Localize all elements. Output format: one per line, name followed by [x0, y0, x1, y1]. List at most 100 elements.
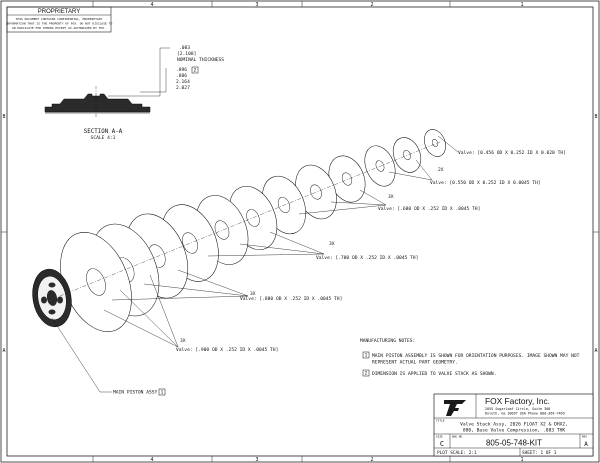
zone-left-b: B	[2, 114, 5, 120]
leader-4-1	[269, 231, 325, 255]
leader-5-1	[177, 269, 249, 297]
title-line-2: 880, Base Valve Compression, .083 THK	[463, 428, 566, 434]
callout-6-text: Valve: [.900 OD X .252 ID X .0045 TH]	[176, 347, 278, 353]
proprietary-line-3: OR DUPLICATE FOR OTHERS EXCEPT AS AUTHOR…	[12, 26, 106, 30]
shim-6-bore	[277, 196, 291, 214]
rev-label: REV	[582, 435, 587, 439]
dim-upper-metric: 2.164	[176, 79, 190, 85]
main-piston: MAIN PISTON ASSY 1	[32, 268, 166, 396]
proprietary-line-1: THIS DOCUMENT CONTAINS CONFIDENTIAL, PRO…	[16, 17, 103, 21]
size-value: C	[440, 440, 444, 448]
note-1-number: 1	[365, 353, 368, 359]
proprietary-line-2: INFORMATION THAT IS THE PROPERTY OF FOX.…	[6, 22, 113, 26]
note-flag-number: 2	[194, 68, 197, 74]
zone-top-1: 1	[520, 2, 523, 8]
zone-top-2: 2	[370, 2, 373, 8]
shim-3-bore	[375, 160, 385, 172]
zone-bottom-2: 2	[370, 457, 373, 463]
fox-logo-icon	[444, 400, 466, 416]
leader-6-2	[119, 289, 179, 348]
leader-6-3	[149, 274, 179, 348]
rev-value: A	[584, 441, 588, 448]
note-2-number: 2	[365, 371, 368, 377]
leader-1-1	[437, 135, 459, 153]
piston-flag-box	[158, 388, 166, 396]
leader-2-1	[415, 159, 433, 181]
leader-4-2	[239, 243, 325, 255]
zone-right-a: A	[594, 348, 597, 354]
shim-4-bore	[341, 172, 353, 186]
dim-upper: .896	[176, 67, 187, 73]
thickness-value: .083	[179, 45, 190, 51]
callout-6-qty: 3X	[180, 338, 186, 344]
shim-1-bore	[431, 139, 439, 147]
dwg-label: DWG NO.	[452, 435, 464, 439]
leader-5-3	[111, 295, 249, 301]
leader-3-1	[359, 189, 387, 206]
drawing-number: 805-05-748-KIT	[486, 439, 542, 448]
section-stack-profile	[44, 93, 151, 113]
proprietary-title: PROPRIETARY	[38, 9, 80, 15]
callout-5-qty: 3X	[250, 291, 256, 297]
shim-3	[364, 145, 396, 187]
valve-shims	[60, 129, 446, 332]
title-block: FOX Factory, Inc. 2055 Sugarloaf Circle,…	[433, 393, 594, 457]
note-2-line-1: DIMENSION IS APPLIED TO VALVE STACK AS S…	[372, 371, 496, 377]
company-address-2: Duluth, Ga 30097 USA Phone 800-369-7469	[485, 412, 565, 416]
zone-top-3: 3	[255, 2, 258, 8]
piston-label: MAIN PISTON ASSY	[113, 390, 157, 396]
note-1-line-1: MAIN PISTON ASSEMBLY IS SHOWN FOR ORIENT…	[372, 353, 580, 359]
section-scale: SCALE 4:1	[91, 135, 116, 141]
callout-3-qty: 3X	[388, 194, 394, 200]
leader-4-3	[207, 253, 325, 257]
section-label: SECTION A-A	[84, 129, 123, 135]
notes-title: MANUFACTURING NOTES:	[360, 338, 415, 344]
shim-9-bore	[182, 232, 198, 254]
shim-8-bore	[214, 220, 230, 240]
callout-5-text: Valve: [.880 OD X .252 ID X .0045 TH]	[240, 296, 342, 302]
leader-3-2	[330, 201, 387, 206]
zone-bottom-3: 3	[255, 457, 258, 463]
zone-bottom-4: 4	[150, 457, 153, 463]
plot-scale: PLOT SCALE: 2:1	[437, 450, 477, 456]
callout-leaders	[103, 135, 459, 348]
shim-5-bore	[310, 184, 322, 200]
stack-centerline	[59, 141, 441, 297]
callout-2-qty: 2X	[438, 167, 444, 173]
sheet-number: SHEET: 1 OF 1	[522, 450, 557, 456]
zone-right-b: B	[594, 114, 597, 120]
shim-1	[424, 129, 446, 157]
callout-1-text: Valve: [0.456 OD X 0.252 ID X 0.020 TH]	[458, 150, 566, 156]
section-view: .083 [2.108] NOMINAL THICKNESS 2 .896 .8…	[44, 45, 224, 141]
shim-12-bore	[86, 268, 106, 296]
company-address-1: 2055 Sugarloaf Circle, Suite 300	[485, 407, 550, 411]
callout-labels: Valve: [0.456 OD X 0.252 ID X 0.020 TH] …	[176, 150, 566, 353]
shim-7-bore	[246, 209, 260, 227]
zone-left-a: A	[2, 348, 5, 354]
leader-2-2	[388, 171, 433, 181]
company-name: FOX Factory, Inc.	[485, 396, 550, 406]
callout-4-qty: 3X	[329, 241, 335, 247]
manufacturing-notes: MANUFACTURING NOTES: 1 MAIN PISTON ASSEM…	[360, 338, 580, 377]
note-flag-box	[191, 66, 199, 74]
title-label: TITLE	[436, 419, 445, 423]
title-line-1: Valve Stack Assy, 2026 FLOAT X2 & DHX2,	[460, 422, 568, 428]
leader-5-2	[143, 283, 249, 297]
zone-bottom-1: 1	[520, 457, 523, 463]
callout-3-text: Valve: [.680 OD X .252 ID X .0045 TH]	[378, 206, 480, 212]
size-label: SIZE	[436, 435, 443, 439]
shim-2-bore	[403, 150, 411, 160]
callout-4-text: Valve: [.700 OD X .252 ID X .0045 TH]	[316, 255, 418, 261]
proprietary-notice: PROPRIETARY THIS DOCUMENT CONTAINS CONFI…	[6, 6, 113, 33]
leader-3-3	[298, 204, 387, 215]
piston-flag-number: 1	[161, 390, 164, 396]
note-1-line-2: REPRESENT ACTUAL PART GEOMETRY.	[372, 360, 458, 366]
dim-lower-metric: 2.027	[176, 85, 190, 91]
callout-2-text: Valve: [0.550 OD X 0.252 ID X 0.0045 TH]	[430, 180, 541, 186]
shim-2	[392, 137, 422, 173]
dim-lower: .886	[176, 73, 187, 79]
thickness-label: NOMINAL THICKNESS	[177, 57, 224, 63]
